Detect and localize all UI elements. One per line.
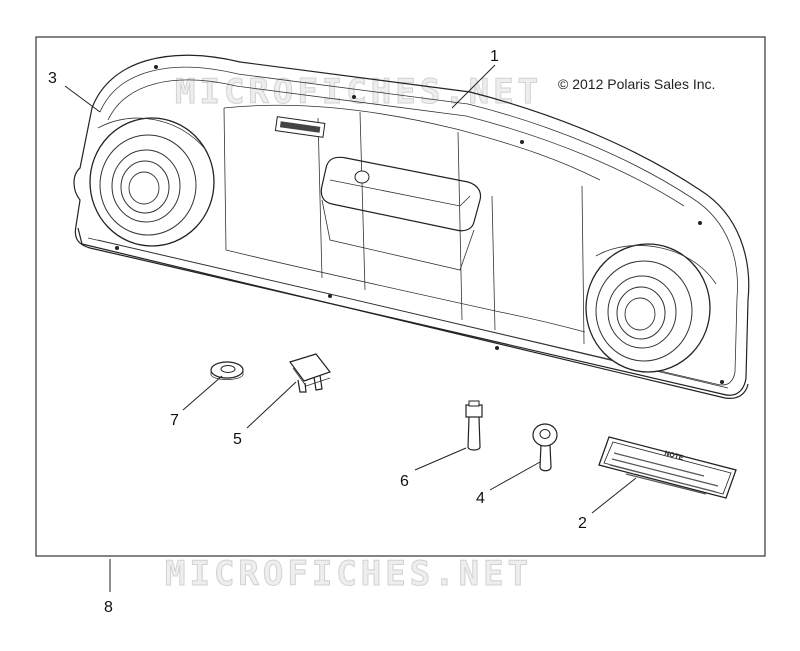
callout-6: 6 (400, 473, 409, 490)
note-decal: NOTE (598, 436, 737, 499)
callout-1: 1 (490, 48, 499, 65)
console-emblem (274, 116, 326, 138)
right-speaker (585, 243, 717, 373)
callout-3: 3 (48, 70, 57, 87)
connector-part (465, 400, 483, 451)
left-speaker (89, 117, 215, 247)
diagram-frame (35, 36, 766, 557)
watermark-bottom: MICROFICHES.NET (165, 554, 532, 594)
callout-8: 8 (104, 599, 113, 616)
ring-terminal-part (532, 423, 558, 472)
callout-7: 7 (170, 412, 179, 429)
copyright-text: © 2012 Polaris Sales Inc. (558, 76, 715, 92)
callout-2: 2 (578, 515, 587, 532)
mounting-holes (115, 65, 724, 384)
callout-4: 4 (476, 490, 485, 507)
speaker-console (73, 54, 750, 399)
decal-title: NOTE (663, 450, 684, 462)
callout-5: 5 (233, 431, 242, 448)
fuse-part (289, 353, 331, 393)
watermark-top: MICROFICHES.NET (175, 72, 542, 112)
leader-lines (64, 64, 637, 592)
center-module (320, 156, 482, 271)
grommet-part (210, 361, 244, 380)
